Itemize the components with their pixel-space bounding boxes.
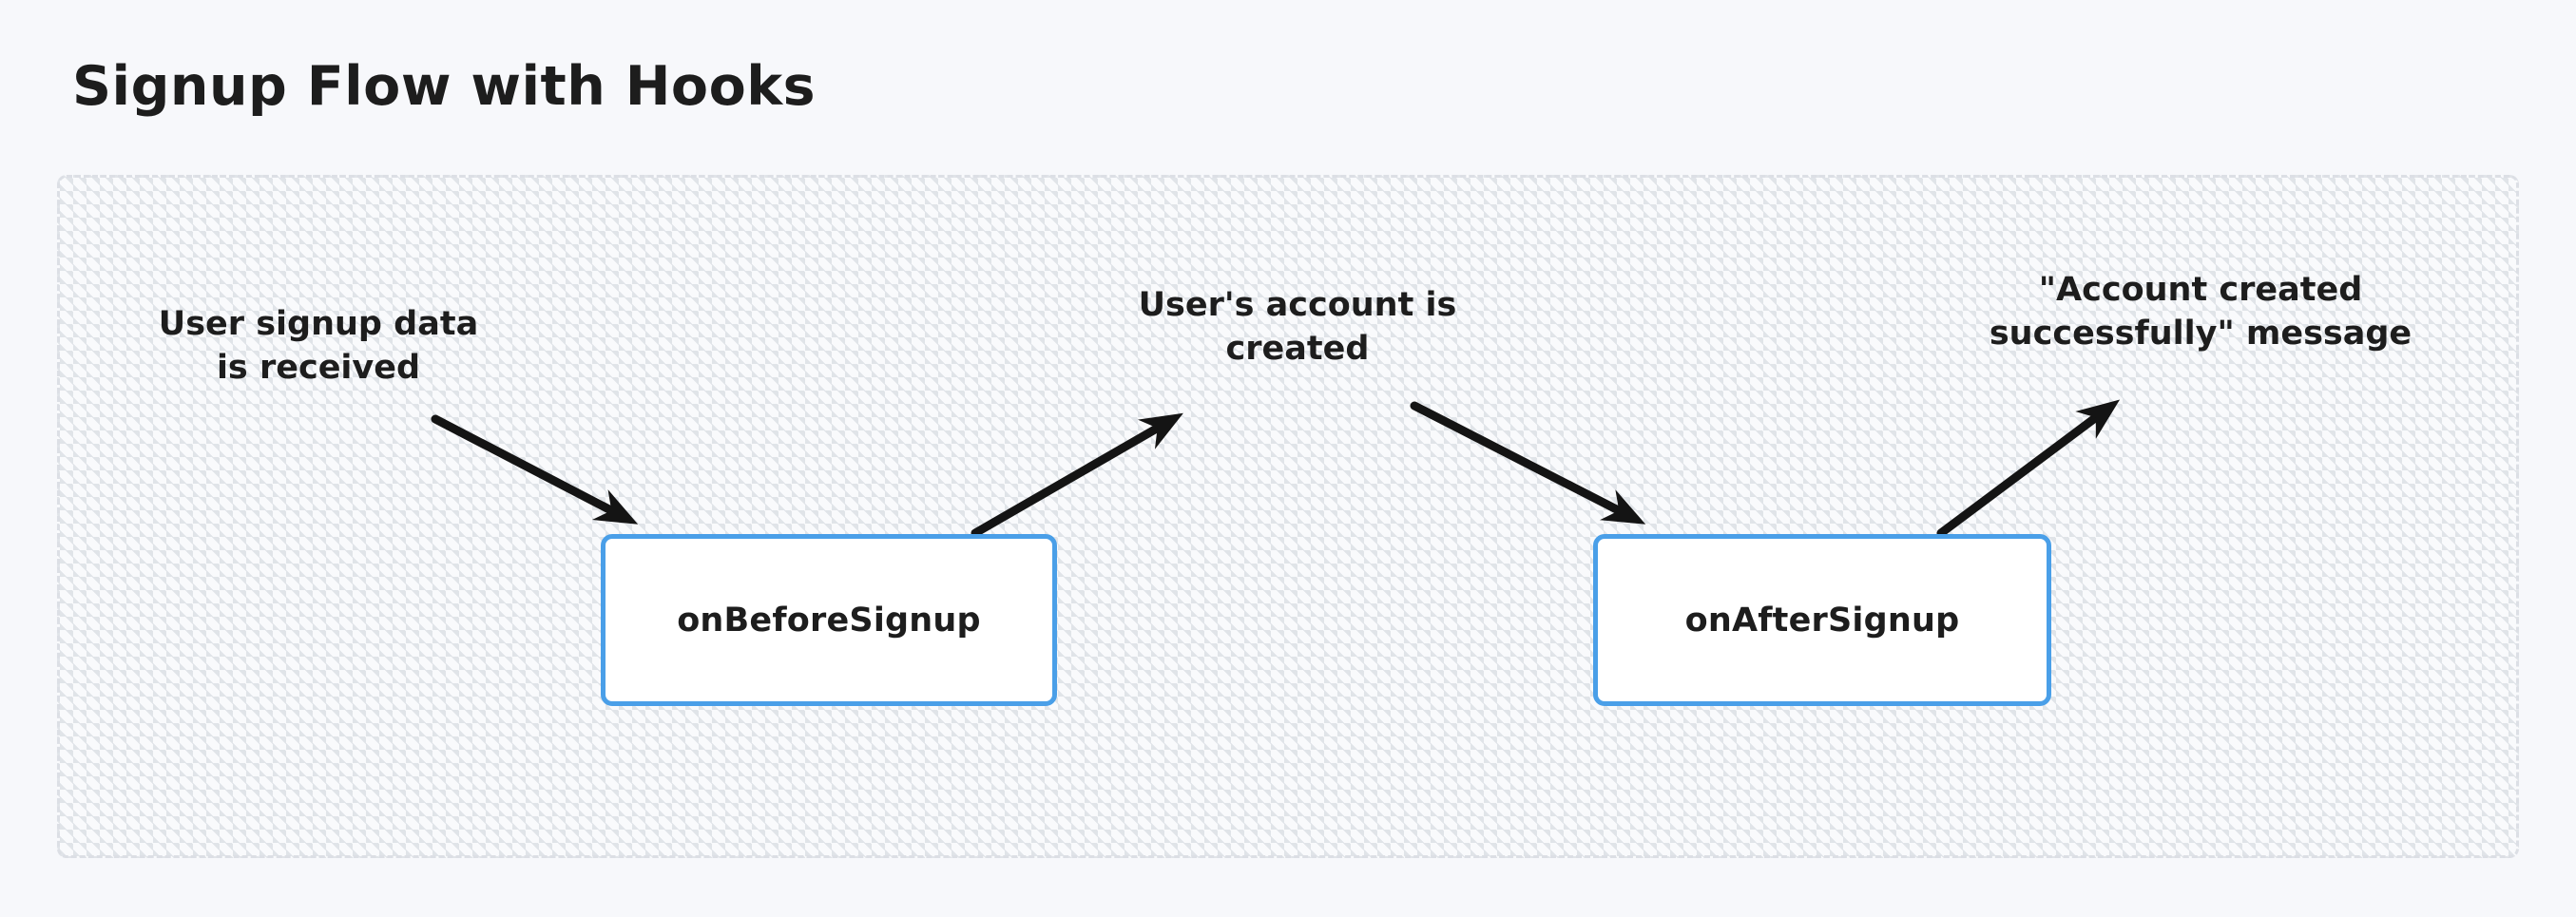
hook-node-label: onBeforeSignup [677,601,981,640]
annotation-account-created: User's account is created [1138,286,1457,369]
annotation-signup-data-received: User signup data is received [158,305,479,388]
hook-node-on-after-signup[interactable]: onAfterSignup [1593,534,2051,706]
hook-node-on-before-signup[interactable]: onBeforeSignup [601,534,1057,706]
annotation-success-message: "Account created successfully" message [1989,271,2413,353]
page-title: Signup Flow with Hooks [72,55,817,118]
hook-node-label: onAfterSignup [1684,601,1960,640]
